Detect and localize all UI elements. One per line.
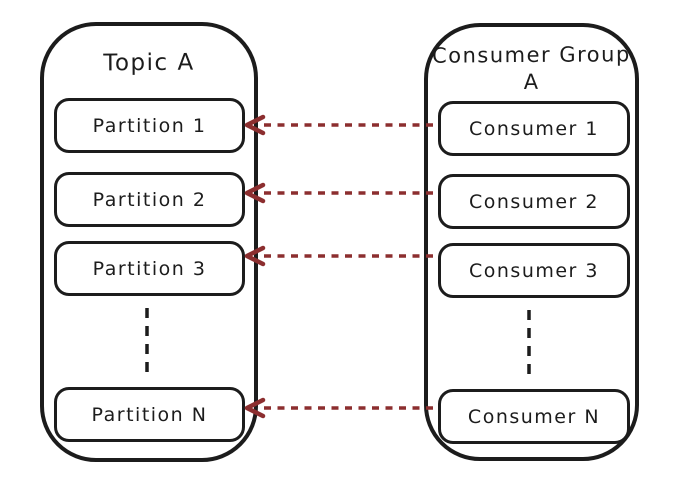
topic-container: Topic A Partition 1 Partition 2 Partitio… bbox=[40, 22, 258, 462]
consumer-group-container: Consumer Group A Consumer 1 Consumer 2 C… bbox=[424, 23, 639, 461]
partition-box-3: Partition 3 bbox=[54, 241, 245, 296]
partition-label-2: Partition 2 bbox=[92, 188, 207, 211]
partition-label-3: Partition 3 bbox=[92, 257, 207, 280]
partition-box-2: Partition 2 bbox=[54, 172, 245, 227]
consumer-box-3: Consumer 3 bbox=[438, 243, 630, 298]
assignment-arrow-2 bbox=[244, 182, 433, 204]
partition-box-1: Partition 1 bbox=[54, 98, 245, 153]
consumer-box-n: Consumer N bbox=[438, 389, 630, 444]
assignment-arrow-3 bbox=[244, 245, 433, 267]
partition-label-1: Partition 1 bbox=[92, 114, 207, 137]
consumer-group-title: Consumer Group A bbox=[428, 41, 635, 96]
consumer-group-title-line2: A bbox=[523, 69, 540, 95]
consumer-group-title-line1: Consumer Group bbox=[431, 42, 631, 68]
assignment-arrow-n bbox=[244, 397, 433, 419]
topic-title: Topic A bbox=[103, 49, 195, 77]
partition-box-n: Partition N bbox=[54, 387, 245, 442]
consumer-box-1: Consumer 1 bbox=[438, 101, 630, 156]
consumer-label-n: Consumer N bbox=[467, 405, 601, 428]
consumer-label-1: Consumer 1 bbox=[468, 117, 599, 140]
partition-label-n: Partition N bbox=[91, 403, 208, 426]
consumer-label-2: Consumer 2 bbox=[468, 190, 599, 213]
consumer-label-3: Consumer 3 bbox=[468, 259, 599, 282]
consumer-box-2: Consumer 2 bbox=[438, 174, 630, 229]
assignment-arrow-1 bbox=[244, 114, 433, 136]
